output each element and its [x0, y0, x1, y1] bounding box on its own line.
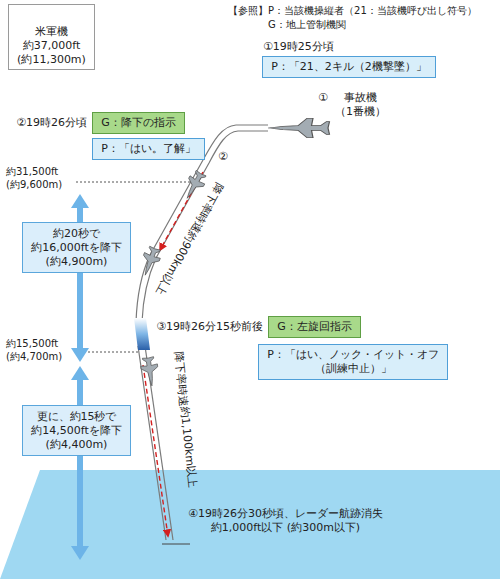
message-box: P：「はい、ノック・イット・オフ （訓練中止）」 — [258, 344, 448, 380]
rate-label: 降下率時速約900km以上 — [152, 181, 225, 298]
sea-surface — [0, 470, 500, 579]
message-box: P：「はい。了解」 — [92, 138, 205, 160]
message-box: ①19時25分頃P：「21、2キル（2機撃墜）」 — [262, 56, 436, 78]
note-label: ② — [218, 150, 232, 164]
descent-arrow — [71, 366, 89, 560]
box-text: 約20秒で 約16,000ftを降下 (約4,900m) — [29, 227, 124, 268]
box-text: 更に、約15秒で 約14,500ftを降下 (約4,400m) — [29, 410, 124, 451]
altitude-line — [76, 182, 190, 183]
control-box: ②19時26分頃G：降下の指示 — [92, 112, 185, 134]
descent-direction — [143, 365, 168, 536]
afterburner — [134, 318, 150, 350]
track-end-mark — [162, 544, 190, 545]
note-label: ④19時26分30秒頃、レーダー航跡消失 約1,000ft以下 (約300m以下… — [186, 507, 385, 535]
flight-track — [136, 125, 268, 540]
aircraft — [140, 356, 161, 387]
note-label: 約31,500ft (約9,600m) — [6, 166, 67, 191]
box-text: G：降下の指示 — [99, 116, 178, 130]
message-box: 約20秒で 約16,000ftを降下 (約4,900m) — [22, 222, 131, 273]
aircraft-box: 米軍機 約37,000ft (約11,300m) — [8, 4, 95, 70]
note-label: ① — [318, 91, 332, 105]
time-heading: ①19時25分頃 — [263, 40, 334, 54]
message-box: 更に、約15秒で 約14,500ftを降下 (約4,400m) — [22, 405, 131, 456]
aircraft — [137, 245, 163, 278]
note-label: 約15,500ft (約4,700m) — [6, 338, 67, 363]
note-label: 事故機 （1番機） — [333, 91, 388, 119]
control-box: ③19時26分15秒前後G：左旋回指示 — [268, 316, 361, 338]
box-text: G：左旋回指示 — [275, 320, 354, 334]
note-label: 【参照】P：当該機操縦者（21：当該機呼び出し符号） — [228, 5, 481, 18]
note-label: G：地上管制機関 — [268, 19, 350, 32]
descent-arrow — [71, 194, 89, 362]
box-text: P：「21、2キル（2機撃墜）」 — [269, 60, 429, 74]
aircraft — [268, 118, 330, 137]
time-heading: ②19時26分頃 — [16, 116, 87, 130]
rate-label: 降下率時速約1,100km以上 — [171, 351, 199, 488]
box-text: P：「はい、ノック・イット・オフ （訓練中止）」 — [265, 348, 441, 376]
box-text: P：「はい。了解」 — [99, 142, 198, 156]
time-heading: ③19時26分15秒前後 — [156, 320, 263, 334]
box-text: 米軍機 約37,000ft (約11,300m) — [15, 25, 88, 66]
